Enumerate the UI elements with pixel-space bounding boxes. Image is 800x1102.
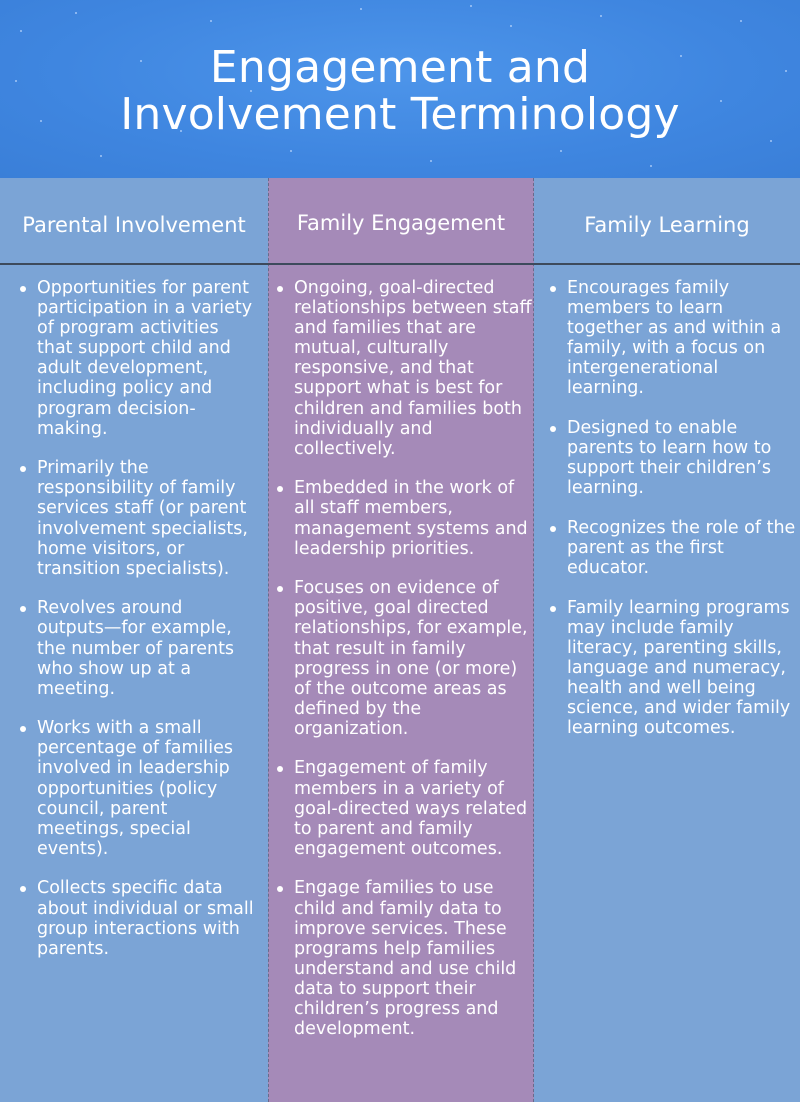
bullet-list: Opportunities for parent participation i… xyxy=(18,278,254,978)
list-item: Revolves around outputs—for example, the… xyxy=(18,598,254,699)
header-divider xyxy=(0,263,800,265)
header-banner: Engagement and Involvement Terminology xyxy=(0,0,800,178)
column-heading: Parental Involvement xyxy=(22,213,246,237)
bullet-list: Encourages family members to learn toget… xyxy=(548,278,798,758)
page-title: Engagement and Involvement Terminology xyxy=(0,44,800,138)
list-item: Embedded in the work of all staff member… xyxy=(275,478,533,559)
list-item: Works with a small percentage of familie… xyxy=(18,718,254,859)
list-item: Recognizes the role of the parent as the… xyxy=(548,518,798,578)
list-item: Designed to enable parents to learn how … xyxy=(548,418,798,498)
list-item: Primarily the responsibility of family s… xyxy=(18,458,254,579)
list-item: Ongoing, goal-directed relationships bet… xyxy=(275,278,533,459)
column-heading: Family Engagement xyxy=(296,211,506,235)
column-family-engagement: Family Engagement Ongoing, goal-directed… xyxy=(268,178,534,1102)
bullet-list: Ongoing, goal-directed relationships bet… xyxy=(275,278,533,1059)
list-item: Engage families to use child and family … xyxy=(275,878,533,1039)
column-heading: Family Learning xyxy=(584,213,750,237)
list-item: Focuses on evidence of positive, goal di… xyxy=(275,578,533,739)
list-item: Encourages family members to learn toget… xyxy=(548,278,798,399)
title-line-2: Involvement Terminology xyxy=(120,89,680,140)
list-item: Collects specific data about individual … xyxy=(18,878,254,959)
column-parental-involvement: Parental Involvement Opportunities for p… xyxy=(0,178,268,1102)
title-line-1: Engagement and xyxy=(209,42,591,93)
list-item: Opportunities for parent participation i… xyxy=(18,278,254,439)
list-item: Family learning programs may include fam… xyxy=(548,598,798,739)
list-item: Engagement of family members in a variet… xyxy=(275,758,533,859)
column-family-learning: Family Learning Encourages family member… xyxy=(534,178,800,1102)
